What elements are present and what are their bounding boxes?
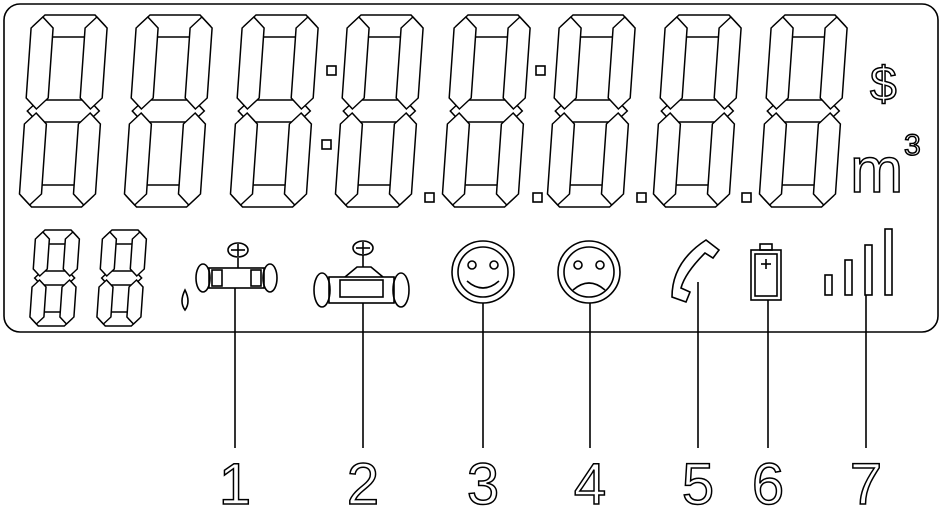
lcd-digit — [758, 14, 848, 208]
lcd-small-digit — [96, 229, 148, 327]
lcd-segment — [79, 15, 108, 111]
lcd-segment — [502, 15, 531, 111]
signal-strength-icon — [824, 228, 893, 296]
lcd-segment — [59, 278, 77, 326]
small-digits — [29, 229, 148, 327]
lcd-digit — [123, 14, 213, 208]
lcd-segment — [765, 15, 794, 111]
valve-closed-icon — [313, 240, 410, 308]
callout-label-3: 3 — [467, 452, 499, 510]
lcd-digit — [18, 14, 108, 208]
lcd-digit — [229, 14, 319, 208]
colon-dot — [535, 65, 546, 76]
unit-symbol: m — [850, 134, 903, 206]
callout-label-5: 5 — [682, 452, 714, 510]
lcd-segment — [388, 111, 418, 207]
colon-dot — [532, 192, 543, 203]
lcd-segment — [652, 111, 682, 207]
lcd-segment — [129, 230, 148, 278]
lcd-digit — [546, 14, 636, 208]
lcd-segment — [123, 111, 153, 207]
lcd-segment — [334, 111, 364, 207]
lcd-segment — [96, 278, 114, 326]
valve-open-with-drop-icon — [181, 242, 278, 312]
lcd-digit — [334, 14, 424, 208]
lcd-segment — [553, 15, 582, 111]
lcd-segment — [32, 230, 51, 278]
lcd-segment — [819, 15, 848, 111]
lcd-segment — [812, 111, 842, 207]
separators — [321, 65, 752, 203]
lcd-segment — [290, 15, 319, 111]
lcd-segment — [177, 111, 207, 207]
lcd-segment — [184, 15, 213, 111]
lcd-segment — [126, 278, 144, 326]
callout-label-2: 2 — [347, 452, 379, 510]
lcd-frame — [3, 3, 939, 333]
lcd-segment — [229, 111, 259, 207]
lcd-segment — [607, 15, 636, 111]
lcd-segment — [395, 15, 424, 111]
lcd-segment — [283, 111, 313, 207]
colon-dot — [326, 65, 337, 76]
lcd-segment — [341, 15, 370, 111]
colon-dot — [321, 139, 332, 150]
lcd-digit — [441, 14, 531, 208]
lcd-segment — [600, 111, 630, 207]
decimal-point — [424, 192, 435, 203]
lcd-small-digit — [29, 229, 81, 327]
lcd-segment — [758, 111, 788, 207]
phone-handset-icon — [671, 239, 721, 304]
lcd-segment — [18, 111, 48, 207]
decimal-point — [636, 192, 647, 203]
lcd-segment — [62, 230, 81, 278]
lcd-segment — [706, 111, 736, 207]
decimal-point — [741, 192, 752, 203]
lcd-segment — [72, 111, 102, 207]
callout-label-7: 7 — [850, 452, 882, 510]
lcd-digit — [652, 14, 742, 208]
lcd-segment — [448, 15, 477, 111]
lcd-segment — [236, 15, 265, 111]
smiley-happy-icon — [451, 240, 515, 304]
battery-icon — [750, 243, 782, 301]
main-digits — [18, 14, 848, 208]
unit-exponent: 3 — [904, 129, 921, 162]
lcd-segment — [130, 15, 159, 111]
lcd-segment — [99, 230, 118, 278]
lcd-segment — [29, 278, 47, 326]
smiley-sad-icon — [557, 240, 621, 304]
lcd-segment — [546, 111, 576, 207]
currency-symbol: $ — [870, 58, 897, 111]
lcd-segment — [441, 111, 471, 207]
callout-label-1: 1 — [219, 452, 251, 510]
lcd-segment — [25, 15, 54, 111]
callout-label-6: 6 — [752, 452, 784, 510]
lcd-segment — [495, 111, 525, 207]
lcd-segment — [659, 15, 688, 111]
callout-label-4: 4 — [574, 452, 606, 510]
lcd-segment — [713, 15, 742, 111]
